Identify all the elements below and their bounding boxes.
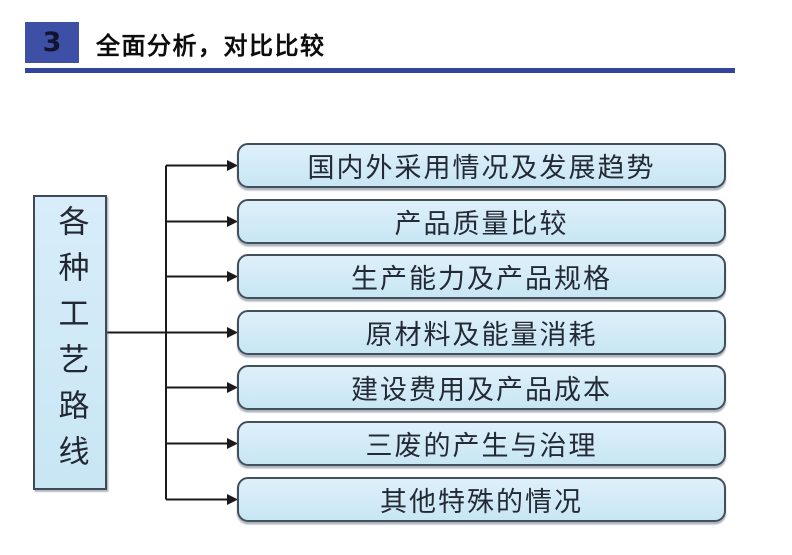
section-number: 3: [42, 27, 62, 58]
branch-box-product-quality: 产品质量比较: [237, 199, 726, 244]
source-box: 各种工艺路线: [33, 195, 107, 490]
branch-box-capacity-specs: 生产能力及产品规格: [237, 254, 726, 299]
branch-box-adoption-trends: 国内外采用情况及发展趋势: [237, 143, 726, 188]
branch-box-waste-treatment: 三废的产生与治理: [237, 421, 726, 466]
branch-box-cost: 建设费用及产品成本: [237, 365, 726, 410]
section-number-badge: 3: [25, 22, 79, 63]
branch-box-materials-energy: 原材料及能量消耗: [237, 310, 726, 355]
branch-box-other-special: 其他特殊的情况: [237, 477, 726, 522]
source-box-label: 各种工艺路线: [52, 204, 89, 481]
section-title: 全面分析，对比比较: [96, 32, 326, 60]
header-underline: [25, 68, 735, 73]
